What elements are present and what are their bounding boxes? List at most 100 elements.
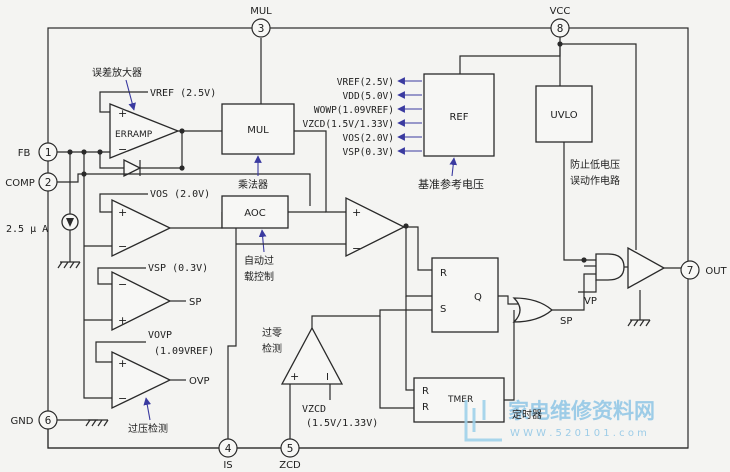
uvlo-caption-line2: 误动作电路 bbox=[570, 174, 620, 187]
svg-text:−: − bbox=[118, 143, 127, 156]
pin-out-number: 7 bbox=[687, 264, 694, 277]
q-to-or-wire bbox=[498, 295, 518, 305]
pin-zcd-label: ZCD bbox=[279, 460, 301, 471]
svg-text:I: I bbox=[326, 372, 329, 383]
pin-out: 7 OUT bbox=[680, 260, 728, 280]
svg-text:+: + bbox=[118, 357, 127, 370]
vos-ref-label: VOS (2.0V) bbox=[150, 189, 210, 200]
vos-to-aoc bbox=[170, 212, 223, 229]
svg-text:−: − bbox=[118, 240, 127, 253]
svg-text:−: − bbox=[352, 242, 361, 255]
sp-ref-wire bbox=[97, 267, 146, 285]
mul-label: MUL bbox=[247, 125, 269, 136]
pin-is-label: IS bbox=[223, 460, 232, 471]
pin-is-number: 4 bbox=[225, 442, 232, 455]
pin-zcd-number: 5 bbox=[287, 442, 294, 455]
svg-text:+: + bbox=[118, 206, 127, 219]
pin-vcc: 8 VCC bbox=[550, 6, 571, 38]
pwm-comparator: + − bbox=[345, 196, 406, 258]
ovp-caption: 过压检测 bbox=[128, 422, 168, 435]
ovp-comparator: + − bbox=[111, 350, 172, 410]
ref-output-vdd: VDD(5.0V) bbox=[343, 91, 394, 102]
ovp-ref-label-line2: (1.09VREF) bbox=[154, 346, 214, 357]
zcd-caption-line2: 检测 bbox=[262, 342, 282, 355]
timer-caption: 定时器 bbox=[512, 408, 542, 421]
svg-text:−: − bbox=[118, 392, 127, 405]
driver-gnd-symbol bbox=[627, 319, 651, 327]
pin-comp-number: 2 bbox=[45, 176, 52, 189]
pin-mul-label: MUL bbox=[250, 6, 272, 17]
svg-text:+: + bbox=[352, 206, 361, 219]
zcd-ref-line1: VZCD bbox=[302, 404, 326, 415]
pin-mul: 3 MUL bbox=[250, 6, 272, 104]
ovp-ref-label-line1: VOVP bbox=[148, 330, 172, 341]
pin-vcc-label: VCC bbox=[550, 6, 571, 17]
current-source-label: 2.5 μ A bbox=[6, 224, 48, 235]
ref-output-vsp: VSP(0.3V) bbox=[343, 147, 394, 158]
uvlo-to-gate-wire bbox=[563, 142, 596, 261]
current-source bbox=[57, 213, 81, 269]
mul-block bbox=[221, 103, 295, 155]
timer-r1: R bbox=[422, 386, 429, 397]
or-gate bbox=[512, 297, 553, 323]
mul-caption: 乘法器 bbox=[238, 178, 268, 191]
sp-out-label: SP bbox=[189, 297, 201, 308]
junction-dots bbox=[67, 41, 587, 263]
ovp-caption-arrow bbox=[143, 397, 152, 421]
watermark-logo bbox=[464, 400, 502, 442]
aoc-caption-arrow bbox=[258, 229, 267, 253]
vos-ref-wire bbox=[99, 193, 148, 213]
uvlo-caption-line1: 防止低电压 bbox=[570, 158, 620, 171]
aoc-block bbox=[221, 195, 289, 229]
ref-output-vzcd: VZCD(1.5V/1.33V) bbox=[302, 119, 394, 130]
ovp-ref-wire bbox=[95, 341, 146, 363]
ref-caption: 基准参考电压 bbox=[418, 177, 484, 191]
vos-comparator: + − bbox=[111, 198, 172, 258]
erramp-caption-arrow bbox=[125, 79, 136, 111]
ovp-input-wire bbox=[83, 320, 112, 399]
watermark: 家电维修资料网 W W W . 5 2 0 1 0 1 . c o m bbox=[464, 399, 655, 442]
vcc-to-ref-wire bbox=[459, 37, 561, 74]
timer-to-or-wire bbox=[504, 310, 515, 401]
pin-gnd-label: GND bbox=[11, 416, 34, 427]
watermark-url: W W W . 5 2 0 1 0 1 . c o m bbox=[510, 428, 647, 439]
or-sp-label: SP bbox=[560, 316, 572, 327]
sr-latch-r: R bbox=[440, 268, 447, 279]
vp-wire bbox=[578, 280, 597, 293]
timer-label: TMER bbox=[447, 395, 473, 405]
ref-label: REF bbox=[449, 112, 468, 123]
pin-fb: 1 FB bbox=[18, 142, 58, 162]
output-driver bbox=[627, 246, 666, 290]
watermark-text: 家电维修资料网 bbox=[508, 399, 655, 423]
pin-out-label: OUT bbox=[705, 266, 727, 277]
sr-latch-s: S bbox=[440, 304, 446, 315]
pwm-branch-wire bbox=[405, 227, 432, 297]
pin-comp-label: COMP bbox=[5, 178, 35, 189]
mul-to-pwm-wire bbox=[294, 130, 346, 213]
pin-gnd-number: 6 bbox=[45, 414, 52, 427]
erramp-caption: 误差放大器 bbox=[92, 66, 142, 79]
ref-output-arrows bbox=[397, 77, 422, 155]
is-wire bbox=[227, 228, 237, 439]
pwm-to-timer-wire bbox=[405, 296, 414, 391]
comp-wire bbox=[57, 173, 311, 206]
sr-latch-q: Q bbox=[474, 292, 482, 303]
timer-r2: R bbox=[422, 402, 429, 413]
aoc-caption-line1: 自动过 bbox=[244, 254, 274, 267]
pin-comp: 2 COMP bbox=[5, 172, 58, 192]
sp-comparator: − + bbox=[111, 270, 172, 332]
pwm-to-reset-wire bbox=[404, 226, 432, 271]
ref-output-vref: VREF(2.5V) bbox=[337, 77, 394, 88]
erramp-label: ERRAMP bbox=[115, 130, 153, 140]
and-gate bbox=[595, 253, 625, 281]
pin-zcd: 5 ZCD bbox=[279, 438, 301, 471]
zcd-comparator: + I bbox=[280, 326, 344, 385]
ref-output-list: VREF(2.5V) VDD(5.0V) WOWP(1.09VREF) VZCD… bbox=[302, 77, 394, 158]
erramp-block: + − ERRAMP bbox=[109, 103, 180, 159]
aoc-label: AOC bbox=[244, 208, 266, 219]
svg-text:+: + bbox=[118, 107, 127, 120]
ref-block bbox=[423, 73, 495, 157]
ovp-out-label: OVP bbox=[189, 376, 210, 387]
